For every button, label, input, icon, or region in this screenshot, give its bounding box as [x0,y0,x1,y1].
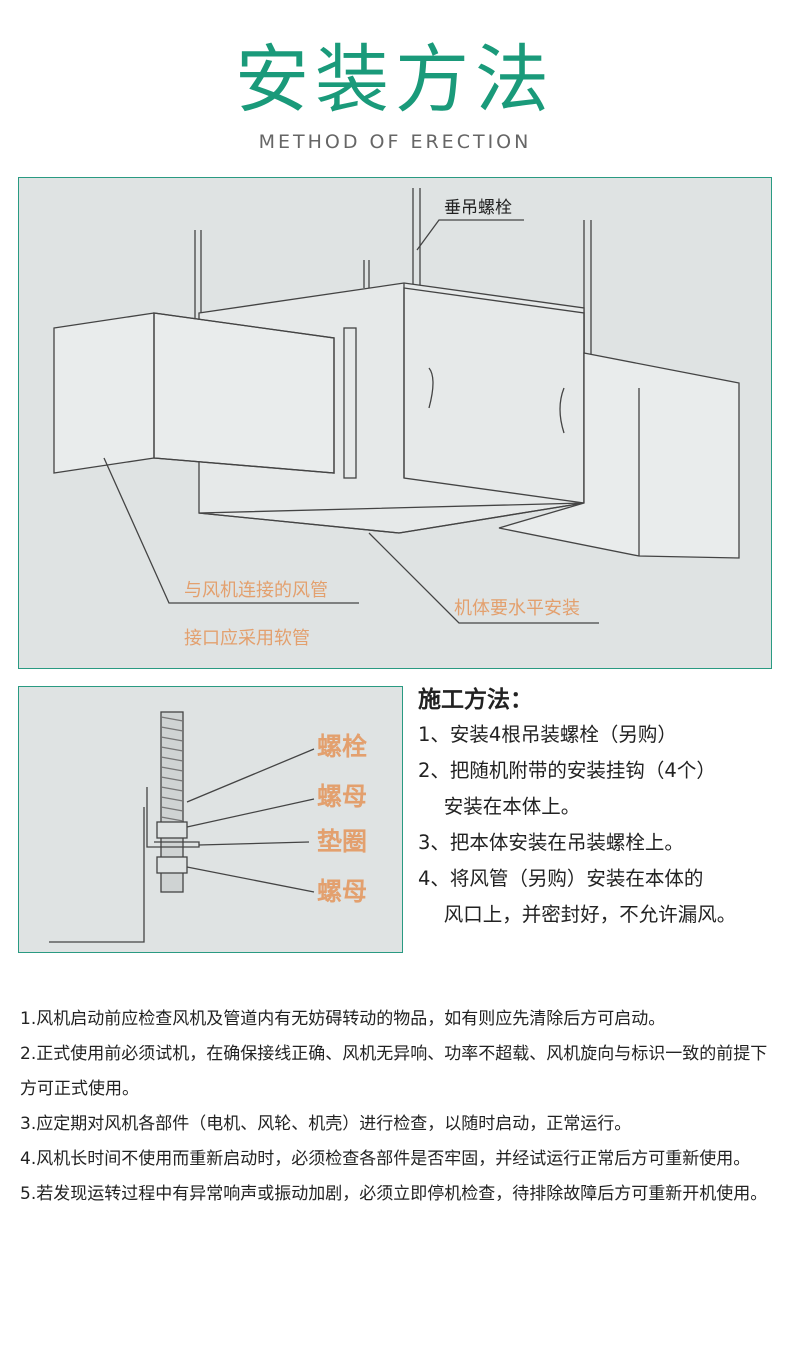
note-item: 4.风机长时间不使用而重新启动时，必须检查各部件是否牢固，并经试运行正常后方可重… [20,1149,751,1169]
bolt-drawing [49,711,315,943]
label-soft-joint: 接口应采用软管 [184,628,310,649]
note-item: 2.正式使用前必须试机，在确保接线正确、风机无异响、功率不超载、风机旋向与标识一… [20,1044,768,1099]
note-item: 5.若发现运转过程中有异常响声或振动加剧，必须立即停机检查，待排除故障后方可重新… [20,1184,768,1204]
step-item: 2、把随机附带的安装挂钩（4个） [418,759,716,782]
step-item: 4、将风管（另购）安装在本体的 [418,867,704,890]
label-nut: 螺母 [317,782,368,811]
fan-box-drawing [53,188,740,624]
label-hanging-bolt: 垂吊螺栓 [444,198,512,218]
step-item: 1、安装4根吊装螺栓（另购） [418,723,677,746]
page-subtitle: METHOD OF ERECTION [258,131,532,153]
label-level: 机体要水平安装 [454,598,580,619]
label-washer: 垫圈 [317,827,368,856]
note-item: 3.应定期对风机各部件（电机、风轮、机壳）进行检查，以随时启动，正常运行。 [20,1114,632,1134]
note-item: 1.风机启动前应检查风机及管道内有无妨碍转动的物品，如有则应先清除后方可启动。 [20,1009,666,1029]
usage-notes: 1.风机启动前应检查风机及管道内有无妨碍转动的物品，如有则应先清除后方可启动。 … [20,1002,775,1212]
step-item: 3、把本体安装在吊装螺栓上。 [418,831,684,854]
installation-diagram: 垂吊螺栓 与风机连接的风管 接口应采用软管 机体要水平安装 [18,177,772,669]
label-bolt: 螺栓 [317,732,368,761]
label-nut-2: 螺母 [317,877,368,906]
steps-heading: 施工方法： [418,687,533,713]
step-item: 安装在本体上。 [418,795,581,818]
page-title: 安装方法 [235,37,555,123]
step-item: 风口上，并密封好，不允许漏风。 [418,903,737,926]
bolt-detail-diagram: 螺栓 螺母 垫圈 螺母 [18,686,403,953]
construction-steps: 施工方法： 1、安装4根吊装螺栓（另购） 2、把随机附带的安装挂钩（4个） 安装… [418,683,790,933]
label-duct: 与风机连接的风管 [184,580,328,601]
